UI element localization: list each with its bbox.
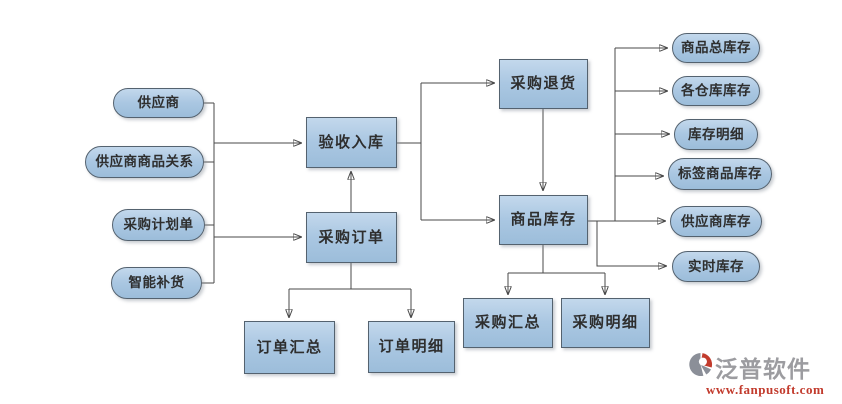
- order-output-tree: [289, 263, 411, 317]
- watermark: 泛普软件 www.fanpusoft.com: [688, 350, 840, 398]
- node-smart-replenishment: 智能补货: [111, 267, 202, 299]
- node-warehouse-stock: 各仓库库存: [672, 76, 760, 106]
- node-order-detail: 订单明细: [368, 321, 455, 373]
- fanpu-logo-icon: [688, 351, 713, 383]
- node-supplier-goods-relation: 供应商商品关系: [85, 146, 204, 178]
- brand-url: www.fanpusoft.com: [706, 382, 825, 397]
- node-purchase-summary: 采购汇总: [463, 298, 553, 348]
- node-realtime-stock: 实时库存: [672, 251, 760, 282]
- inbound-branch-lines: [397, 83, 494, 220]
- node-purchase-plan: 采购计划单: [112, 209, 205, 241]
- node-total-goods-stock: 商品总库存: [672, 33, 760, 63]
- node-purchase-order: 采购订单: [306, 212, 397, 263]
- inventory-output-tree: [508, 245, 605, 294]
- node-supplier: 供应商: [113, 88, 204, 118]
- node-supplier-stock: 供应商库存: [670, 206, 762, 237]
- node-stock-detail: 库存明细: [674, 119, 758, 150]
- node-tagged-goods-stock: 标签商品库存: [668, 158, 772, 190]
- node-purchase-detail: 采购明细: [561, 298, 650, 348]
- source-trunk-lines: [202, 102, 301, 284]
- brand-name: 泛普软件: [715, 356, 811, 382]
- node-purchase-return: 采购退货: [499, 59, 588, 109]
- node-goods-inventory: 商品库存: [499, 195, 588, 245]
- node-acceptance-inbound: 验收入库: [306, 117, 397, 168]
- inventory-fanout-lines: [588, 48, 669, 266]
- node-order-summary: 订单汇总: [244, 321, 335, 374]
